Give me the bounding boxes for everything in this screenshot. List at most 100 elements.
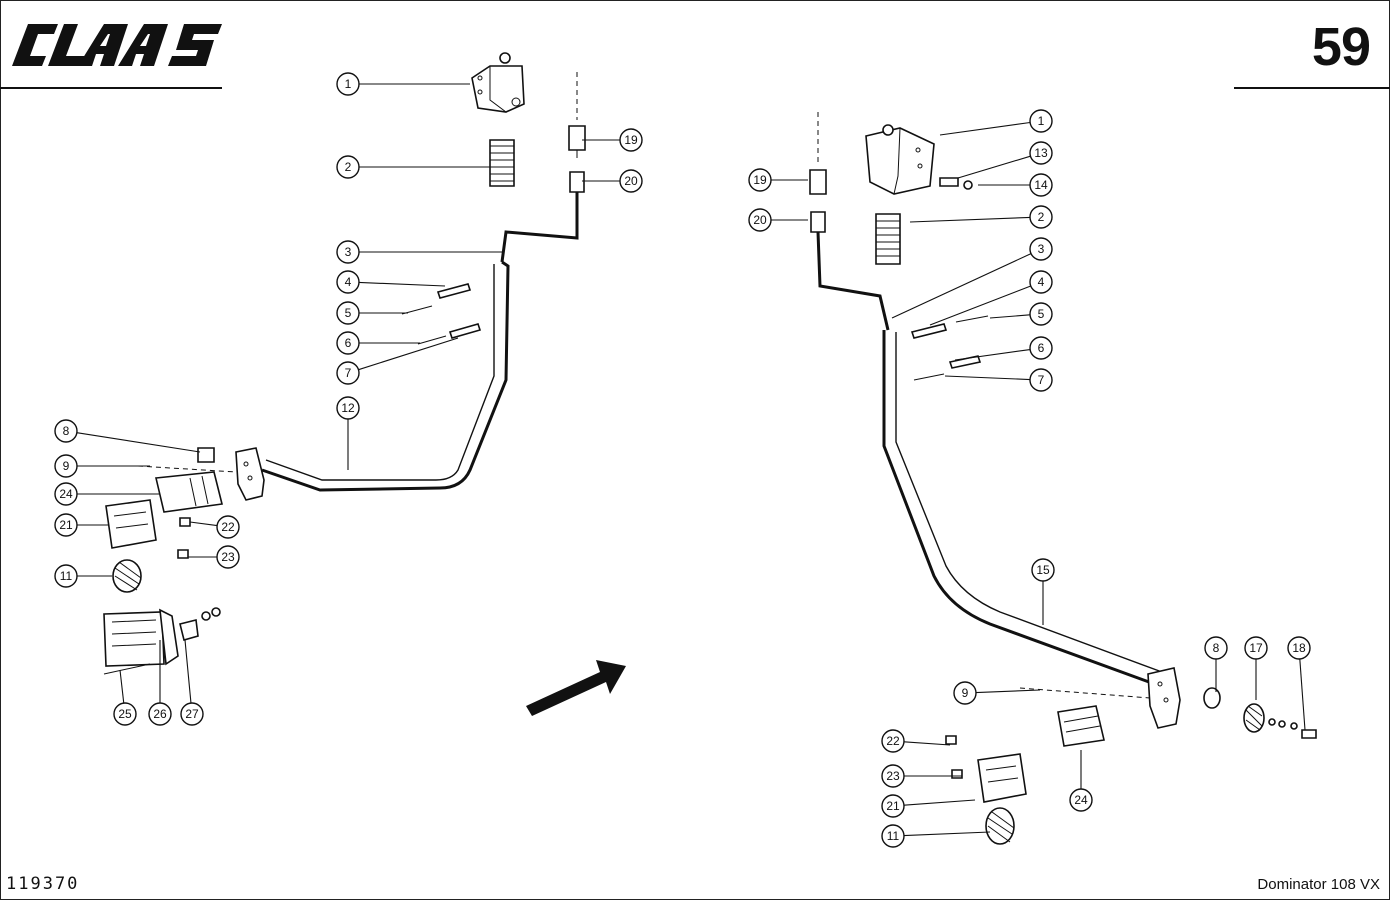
callout-right-7: 7 — [944, 368, 1053, 392]
callout-bubble — [180, 702, 204, 726]
callout-label: 5 — [345, 306, 352, 320]
callout-bubble — [881, 794, 905, 818]
callout-bubble — [1244, 636, 1268, 660]
callout-label: 6 — [345, 336, 352, 350]
lamp-part-21-right — [977, 753, 1027, 803]
callout-left-6: 6 — [336, 331, 420, 355]
leader-line — [954, 348, 1031, 361]
callout-bubble — [216, 545, 240, 569]
bracket-part-26-left — [103, 608, 179, 675]
callout-label: 9 — [962, 686, 969, 700]
cable-part-3-right — [816, 231, 890, 331]
lamp-part-21-left — [105, 499, 157, 549]
callout-left-23: 23 — [188, 545, 240, 569]
lamp-part-24-right — [1057, 705, 1105, 747]
callout-label: 8 — [63, 424, 70, 438]
callout-label: 14 — [1034, 178, 1048, 192]
callout-label: 13 — [1034, 146, 1048, 160]
callout-label: 22 — [221, 520, 235, 534]
callout-right-1: 1 — [939, 109, 1053, 136]
callout-left-22: 22 — [189, 515, 240, 539]
callout-label: 27 — [185, 707, 199, 721]
callout-right-19: 19 — [748, 168, 808, 192]
reflector-part-17-right — [1243, 703, 1265, 733]
callout-label: 6 — [1038, 341, 1045, 355]
leader-line — [944, 375, 1031, 381]
callout-bubble — [54, 564, 78, 588]
callout-left-26: 26 — [148, 640, 172, 726]
callout-label: 15 — [1036, 563, 1050, 577]
callout-left-11: 11 — [54, 564, 112, 588]
callout-right-22: 22 — [881, 729, 951, 753]
leader-line — [929, 285, 1031, 326]
sleeve-part-20-left — [569, 171, 585, 193]
callout-bubble — [1029, 205, 1053, 229]
spring-part-2-left — [489, 139, 515, 187]
callout-bubble — [1029, 336, 1053, 360]
callout-bubble — [54, 513, 78, 537]
callout-label: 19 — [753, 173, 767, 187]
callout-right-20: 20 — [748, 208, 808, 232]
callout-right-17: 17 — [1244, 636, 1268, 700]
bracket-part-1-left — [471, 52, 525, 113]
callout-left-7: 7 — [336, 337, 459, 385]
callout-left-20: 20 — [582, 169, 643, 193]
callout-label: 11 — [60, 569, 73, 583]
callout-label: 1 — [345, 77, 352, 91]
leader-line — [358, 281, 446, 287]
leader-line — [957, 155, 1031, 179]
callout-right-15: 15 — [1031, 558, 1055, 625]
callout-bubble — [881, 729, 905, 753]
mounting-plate-right — [1147, 667, 1181, 729]
callout-left-19: 19 — [582, 128, 643, 152]
callout-bubble — [54, 482, 78, 506]
callout-label: 24 — [59, 487, 73, 501]
callout-label: 22 — [886, 734, 900, 748]
header-rule-right — [1234, 87, 1390, 89]
callout-label: 20 — [753, 213, 767, 227]
callout-label: 19 — [624, 133, 638, 147]
callout-label: 24 — [1074, 793, 1088, 807]
nut-part-8-left — [197, 447, 215, 463]
callout-label: 17 — [1249, 641, 1263, 655]
callout-bubble — [336, 301, 360, 325]
callout-label: 25 — [118, 707, 132, 721]
callout-right-5: 5 — [989, 302, 1053, 326]
left-assembly — [103, 52, 626, 716]
callout-bubble — [748, 168, 772, 192]
callout-right-3: 3 — [891, 237, 1053, 319]
mounting-plate-left — [235, 447, 265, 501]
leader-line — [903, 799, 976, 806]
callout-label: 21 — [886, 799, 900, 813]
callout-left-3: 3 — [336, 240, 502, 264]
callout-bubble — [953, 681, 977, 705]
callout-bubble — [336, 240, 360, 264]
leader-line — [903, 741, 951, 746]
drawing-number: 119370 — [6, 874, 80, 894]
callout-right-6: 6 — [954, 336, 1053, 361]
callout-left-25: 25 — [113, 669, 137, 726]
callout-label: 9 — [63, 459, 70, 473]
callout-bubble — [336, 155, 360, 179]
callout-bubble — [336, 361, 360, 385]
callout-bubble — [336, 331, 360, 355]
callout-bubble — [1287, 636, 1311, 660]
callout-bubble — [748, 208, 772, 232]
callout-bubble — [113, 702, 137, 726]
leader-line — [189, 521, 218, 527]
nut-part-8-right — [1203, 687, 1221, 709]
leader-line — [76, 432, 201, 453]
screw-part-9-right — [1019, 687, 1151, 699]
rod-part-15-right — [882, 330, 1161, 688]
leader-line — [975, 689, 1041, 694]
callout-left-5: 5 — [336, 301, 408, 325]
callout-bubble — [148, 702, 172, 726]
rod-part-12-left — [261, 260, 510, 492]
callout-label: 2 — [345, 160, 352, 174]
leader-line — [1299, 658, 1306, 731]
callout-bubble — [336, 270, 360, 294]
callout-left-27: 27 — [180, 639, 204, 726]
screw-part-9-left — [137, 465, 237, 473]
